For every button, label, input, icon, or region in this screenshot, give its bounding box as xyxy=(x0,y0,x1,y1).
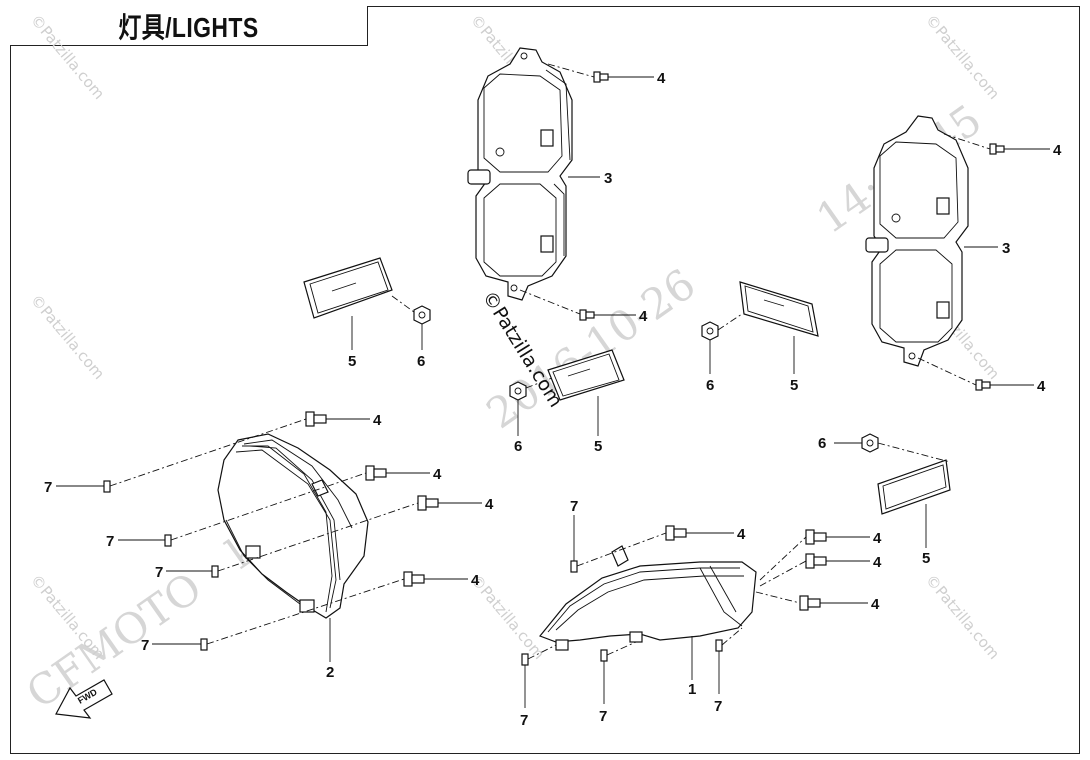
screw xyxy=(365,465,387,481)
clip xyxy=(715,639,723,652)
clip xyxy=(103,480,111,493)
callout-7: 7 xyxy=(141,637,149,654)
screw xyxy=(403,571,425,587)
screw xyxy=(579,309,595,321)
callout-5: 5 xyxy=(348,353,356,370)
screw xyxy=(799,595,821,611)
callout-6: 6 xyxy=(706,377,714,394)
reflector-left xyxy=(303,257,393,319)
nut xyxy=(861,433,879,453)
screw xyxy=(305,411,327,427)
clip xyxy=(164,534,172,547)
screw xyxy=(975,379,991,391)
screw xyxy=(417,495,439,511)
rear-light-housing-right xyxy=(865,115,969,367)
callout-3: 3 xyxy=(1002,240,1010,257)
callout-6: 6 xyxy=(514,438,522,455)
callout-6: 6 xyxy=(818,435,826,452)
screw xyxy=(989,143,1005,155)
callout-4: 4 xyxy=(485,496,494,513)
callout-6: 6 xyxy=(417,353,425,370)
watermark-patzilla: ©Patzilla.com xyxy=(27,11,108,103)
watermark-patzilla: ©Patzilla.com xyxy=(922,571,1003,663)
reflector-right-upper xyxy=(739,281,819,337)
watermark-patzilla: ©Patzilla.com xyxy=(27,291,108,383)
clip xyxy=(200,638,208,651)
clip xyxy=(570,560,578,573)
screw xyxy=(665,525,687,541)
reflector-center xyxy=(547,349,625,401)
callout-4: 4 xyxy=(373,412,382,429)
callout-7: 7 xyxy=(599,708,607,725)
callout-1: 1 xyxy=(688,681,696,698)
nut xyxy=(701,321,719,341)
screw xyxy=(805,553,827,569)
callout-7: 7 xyxy=(155,564,163,581)
callout-4: 4 xyxy=(433,466,442,483)
callout-7: 7 xyxy=(520,712,528,729)
page-title: 灯具/LIGHTS xyxy=(118,11,259,43)
assembly-lines xyxy=(109,63,991,660)
callout-4: 4 xyxy=(657,70,666,87)
callout-7: 7 xyxy=(106,533,114,550)
callout-4: 4 xyxy=(639,308,648,325)
callout-4: 4 xyxy=(471,572,480,589)
callout-2: 2 xyxy=(326,664,334,681)
watermark-patzilla: ©Patzilla.com xyxy=(922,11,1003,103)
callout-4: 4 xyxy=(873,530,882,547)
callout-4: 4 xyxy=(873,554,882,571)
callout-4: 4 xyxy=(871,596,880,613)
callout-4: 4 xyxy=(1053,142,1062,159)
callout-7: 7 xyxy=(714,698,722,715)
callout-7: 7 xyxy=(570,498,578,515)
screw xyxy=(593,71,609,83)
clip xyxy=(211,565,219,578)
callout-7: 7 xyxy=(44,479,52,496)
callout-4: 4 xyxy=(1037,378,1046,395)
callout-labels: 1 2 3 3 4 4 4 4 4 4 4 4 4 4 4 4 5 5 5 5 … xyxy=(44,70,1062,729)
headlight-left xyxy=(217,433,369,619)
headlight-center xyxy=(539,545,757,651)
title-block: 灯具/LIGHTS xyxy=(10,6,368,46)
callout-4: 4 xyxy=(737,526,746,543)
nut xyxy=(413,305,431,325)
nut xyxy=(509,381,527,401)
reflector-right-lower xyxy=(877,459,951,515)
callout-5: 5 xyxy=(790,377,798,394)
callout-5: 5 xyxy=(594,438,602,455)
clip xyxy=(600,649,608,662)
clip xyxy=(521,653,529,666)
screw xyxy=(805,529,827,545)
rear-light-housing-center xyxy=(467,47,573,301)
callout-3: 3 xyxy=(604,170,612,187)
callout-5: 5 xyxy=(922,550,930,567)
leader-lines xyxy=(56,76,1050,708)
